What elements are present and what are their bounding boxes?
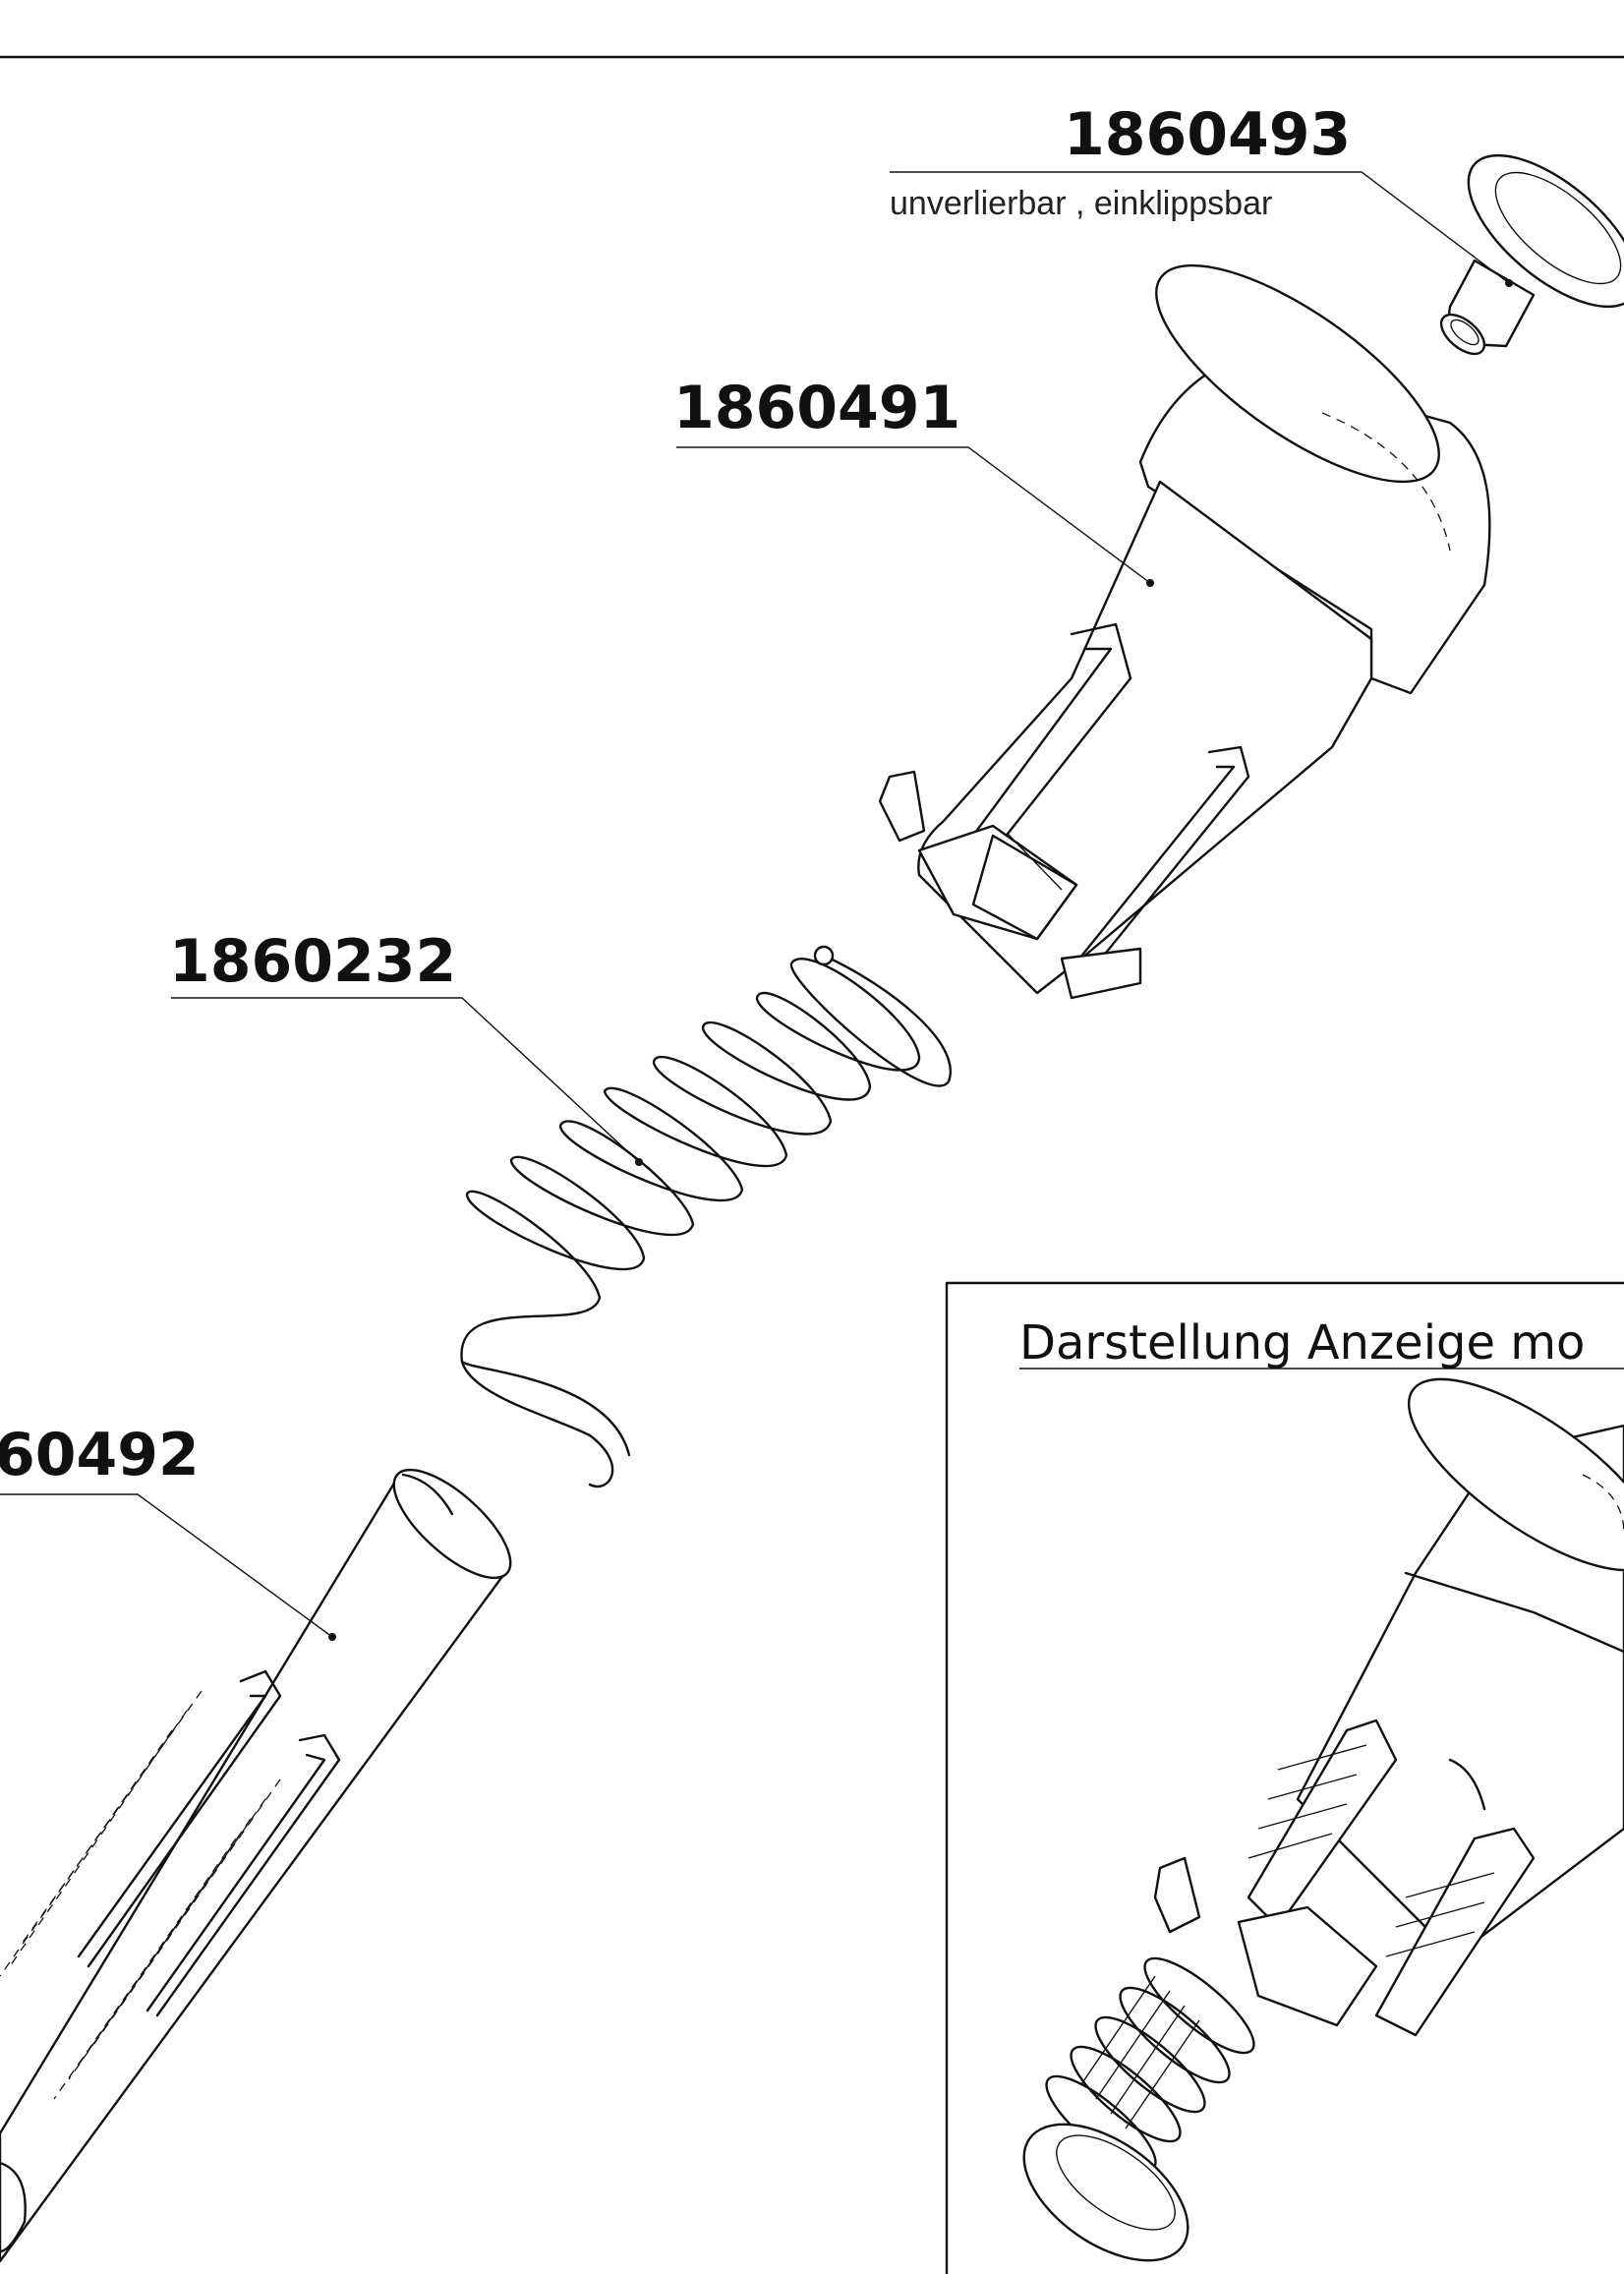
part-1860492-drawing (0, 1468, 512, 2263)
part-number-1860492: 60492 (0, 1421, 200, 1489)
leader-line-1860493 (890, 171, 1510, 284)
inset-assembly-drawing (1022, 1377, 1624, 2262)
inset-caption: Darstellung Anzeige mo (1019, 1315, 1585, 1370)
part-note-1860493: unverlierbar , einklippsbar (890, 185, 1272, 222)
label-1860491: 1860491 (673, 374, 1154, 587)
part-number-1860491: 1860491 (673, 374, 960, 442)
inset-caption-group: Darstellung Anzeige mo (1019, 1315, 1624, 1370)
leader-line-1860232 (171, 997, 640, 1163)
label-1860493: 1860493 unverlierbar , einklippsbar (890, 100, 1513, 287)
leader-line-1860492 (0, 1493, 333, 1638)
label-1860232: 1860232 (169, 927, 643, 1166)
leader-dot-1860492 (328, 1633, 336, 1641)
leader-dot-1860491 (1146, 579, 1154, 587)
leader-dot-1860232 (635, 1158, 643, 1166)
part-number-1860493: 1860493 (1064, 100, 1351, 169)
part-1860493-drawing (1439, 153, 1624, 356)
label-1860492: 60492 (0, 1421, 336, 1641)
part-1860232-drawing (460, 945, 952, 1487)
leader-dot-1860493 (1505, 279, 1513, 287)
part-number-1860232: 1860232 (169, 927, 456, 996)
part-1860491-drawing (878, 263, 1491, 1000)
inset-frame (945, 1281, 1624, 2274)
leader-line-1860491 (676, 446, 1151, 584)
